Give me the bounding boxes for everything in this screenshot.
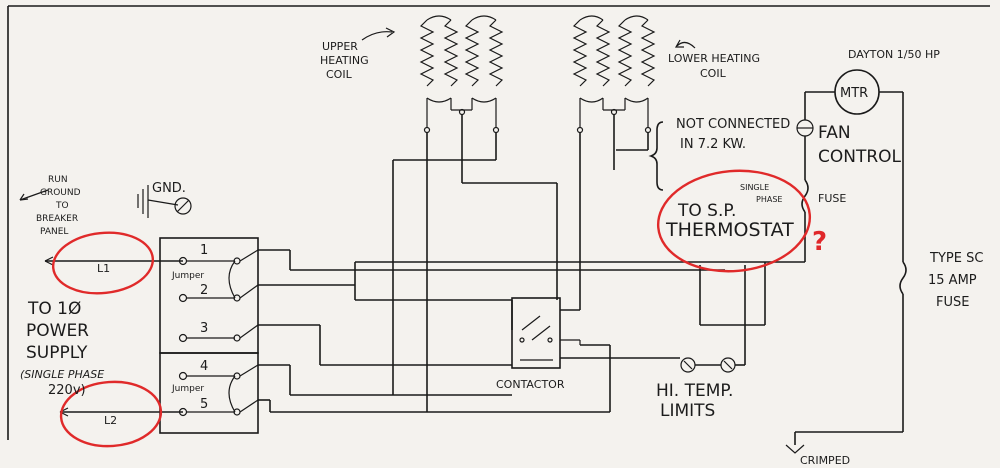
question-mark: ? <box>812 227 827 257</box>
terminal-5: 5 <box>200 397 208 412</box>
fan-label: CONTROL <box>818 147 902 167</box>
terminal-4: 4 <box>200 359 208 374</box>
power-supply-label: POWER <box>26 321 89 341</box>
label-arrows <box>361 27 696 49</box>
upper-coil-label: UPPER <box>322 40 358 53</box>
power-supply-label: SUPPLY <box>26 343 88 363</box>
lower-coil-label: COIL <box>700 67 727 80</box>
contactor <box>511 297 680 369</box>
coil-wiring <box>392 114 664 412</box>
lower-heating-coil <box>572 15 656 134</box>
l1-label: L1 <box>97 262 110 275</box>
upper-coil-label: COIL <box>326 68 353 81</box>
run-ground-note: BREAKER <box>36 214 78 224</box>
terminal-block <box>159 237 259 434</box>
fan-label: FAN <box>818 123 851 143</box>
upper-heating-coil <box>419 15 504 134</box>
voltage-label: 220v) <box>48 383 86 398</box>
terminal-2: 2 <box>200 283 208 298</box>
contactor-label: CONTACTOR <box>496 378 565 391</box>
jumper-label: Jumper <box>171 384 204 394</box>
type-sc-label: 15 AMP <box>928 273 977 288</box>
ground <box>19 185 192 218</box>
frame <box>7 5 990 440</box>
terminal-3: 3 <box>200 321 208 336</box>
run-ground-note: RUN <box>48 175 68 185</box>
supply-wiring <box>258 249 805 413</box>
motor-label: MTR <box>840 86 868 101</box>
crimped-label: CRIMPED <box>800 454 850 467</box>
not-connected-note: NOT CONNECTED <box>676 117 790 132</box>
terminal-1: 1 <box>200 243 208 258</box>
supply-lines <box>44 256 183 417</box>
jumper-label: Jumper <box>171 271 204 281</box>
type-sc-label: TYPE SC <box>929 251 983 266</box>
not-connected-note: IN 7.2 KW. <box>680 137 746 152</box>
fuse-label: FUSE <box>818 192 846 205</box>
thermostat-label: THERMOSTAT <box>665 219 794 241</box>
hi-temp-limits <box>680 262 766 373</box>
power-supply-label: TO 1Ø <box>27 299 81 319</box>
single-phase-note: PHASE <box>756 195 782 204</box>
run-ground-note: TO <box>55 201 69 211</box>
lower-coil-label: LOWER HEATING <box>668 52 760 65</box>
to-sp-label: TO S.P. <box>677 201 736 221</box>
type-sc-label: FUSE <box>936 295 969 310</box>
text-labels: UPPER HEATING COIL LOWER HEATING COIL DA… <box>20 40 983 467</box>
hi-temp-label: HI. TEMP. <box>656 381 733 401</box>
red-annotations <box>51 169 812 448</box>
motor-rating: DAYTON 1/50 HP <box>848 48 940 61</box>
single-phase-note: SINGLE <box>740 183 769 192</box>
upper-coil-label: HEATING <box>320 54 369 67</box>
run-ground-note: GROUND <box>40 188 81 198</box>
gnd-label: GND. <box>152 181 186 196</box>
single-phase-supply: (SINGLE PHASE <box>20 368 104 381</box>
l2-label: L2 <box>104 414 117 427</box>
hi-temp-label: LIMITS <box>660 401 715 421</box>
run-ground-note: PANEL <box>40 227 68 237</box>
